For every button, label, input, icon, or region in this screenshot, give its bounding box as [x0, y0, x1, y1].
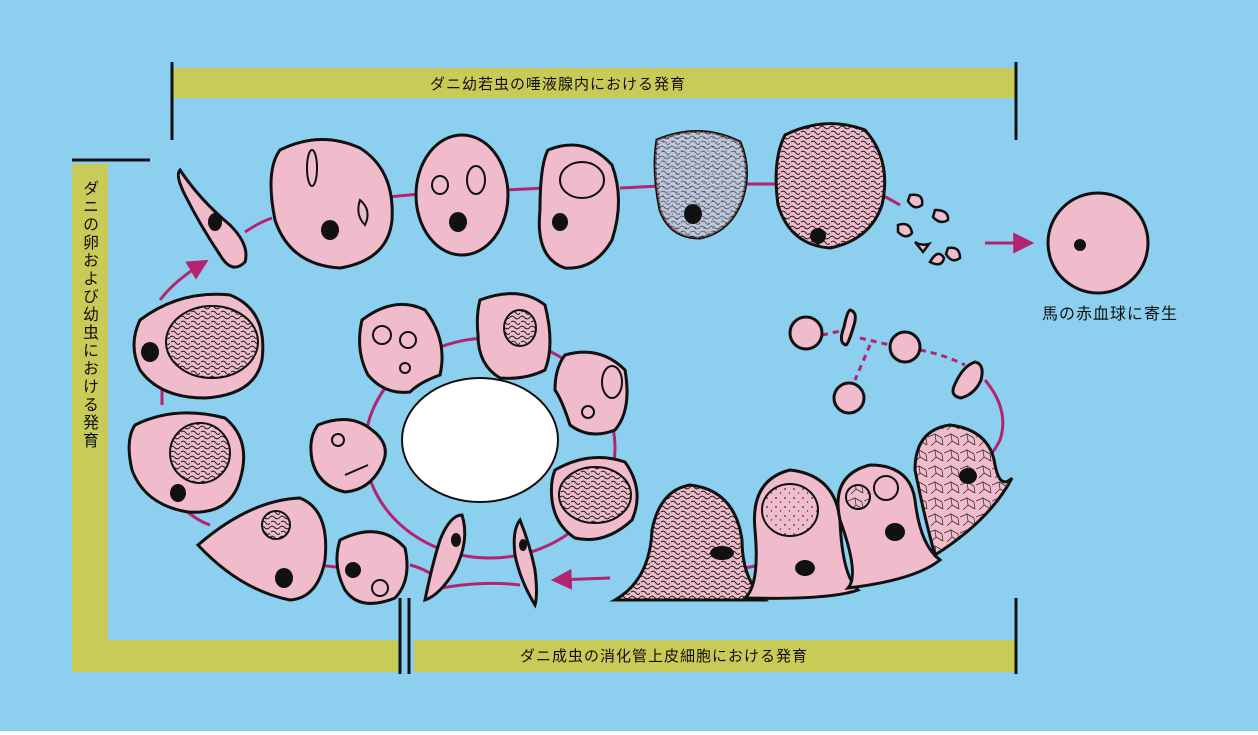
host-erythrocyte	[1048, 193, 1148, 293]
gut-cell-1	[360, 304, 443, 392]
bottom-band-left	[72, 640, 398, 672]
top-band-label: ダニ幼若虫の唾液腺内における発育	[430, 73, 686, 94]
parasite-dot	[1074, 239, 1086, 251]
cell-top-2	[416, 135, 508, 255]
host-label: 馬の赤血球に寄生	[1042, 300, 1178, 324]
cell-top-3	[539, 145, 618, 268]
bottom-band-label: ダニ成虫の消化管上皮細胞における発育	[520, 645, 808, 666]
cell-top-5	[776, 124, 885, 248]
left-band-label: ダニの卵および幼虫における発育	[81, 180, 97, 450]
gut-lumen	[402, 378, 558, 502]
